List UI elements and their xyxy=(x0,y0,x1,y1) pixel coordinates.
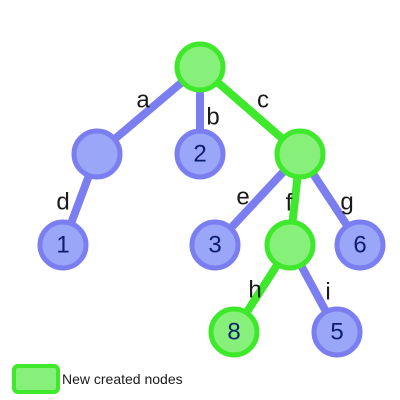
legend-swatch xyxy=(12,364,60,394)
node-label: 1 xyxy=(56,231,69,258)
node-label: 6 xyxy=(353,231,366,258)
node-circle xyxy=(274,128,326,180)
tree-node: 3 xyxy=(189,219,241,271)
edge-labels-layer: a b c d e f g h i xyxy=(56,86,353,305)
edge-label-g: g xyxy=(340,188,353,215)
nodes-layer: 2 1 3 6 8 5 xyxy=(37,41,386,358)
node-circle xyxy=(37,219,89,271)
node-circle xyxy=(174,41,226,93)
edge-label-d: d xyxy=(56,188,69,215)
node-label: 5 xyxy=(330,318,343,345)
tree-node: 2 xyxy=(174,128,226,180)
legend-label: New created nodes xyxy=(62,371,183,387)
edge-label-i: i xyxy=(325,278,330,305)
node-label: 2 xyxy=(193,140,206,167)
tree-node: 8 xyxy=(208,306,260,358)
node-circle xyxy=(208,306,260,358)
node-circle xyxy=(71,128,123,180)
edge-label-a: a xyxy=(136,86,150,113)
tree-node xyxy=(264,219,316,271)
node-label: 3 xyxy=(208,231,221,258)
edge-label-f: f xyxy=(286,189,293,216)
node-circle xyxy=(311,306,363,358)
node-circle xyxy=(174,128,226,180)
tree-node xyxy=(274,128,326,180)
node-circle xyxy=(189,219,241,271)
edge-label-h: h xyxy=(248,276,261,303)
tree-node: 1 xyxy=(37,219,89,271)
legend: New created nodes xyxy=(12,364,183,394)
tree-node xyxy=(174,41,226,93)
edge-label-c: c xyxy=(257,86,269,113)
node-label: 8 xyxy=(227,318,240,345)
edge-label-b: b xyxy=(206,103,219,130)
tree-node xyxy=(71,128,123,180)
tree-node: 6 xyxy=(334,219,386,271)
tree-node: 5 xyxy=(311,306,363,358)
edge-label-e: e xyxy=(236,183,249,210)
node-circle xyxy=(334,219,386,271)
node-circle xyxy=(264,219,316,271)
